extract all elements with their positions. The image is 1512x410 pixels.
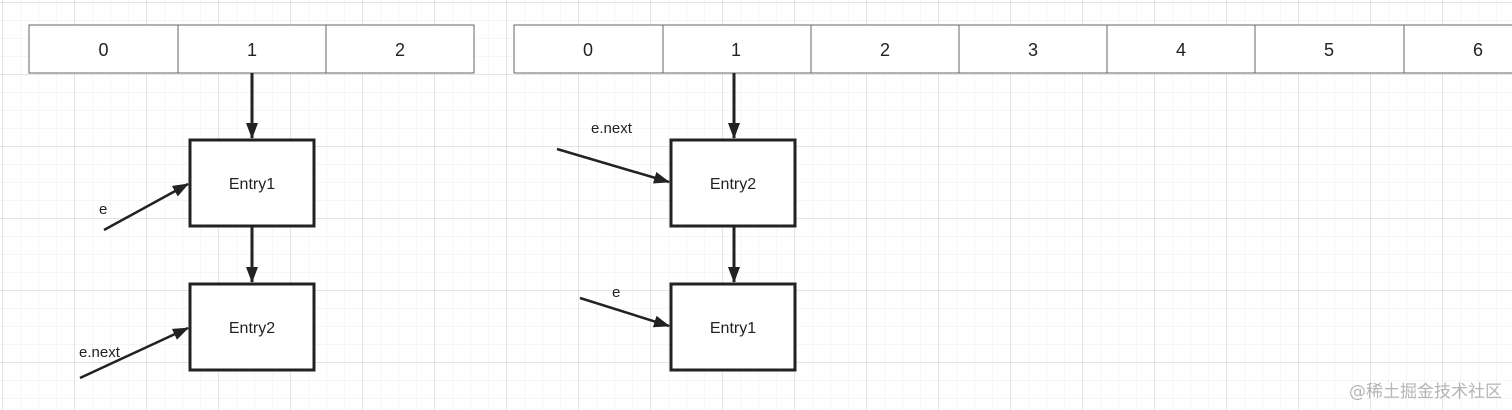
right-bucket-5: 5 <box>1254 24 1405 74</box>
right-enext-pointer-label: e.next <box>591 120 633 137</box>
left-bucket-2-label: 2 <box>395 40 405 60</box>
right-e-pointer-arrow <box>579 296 670 328</box>
left-bucket-array: 0 1 2 <box>28 24 475 74</box>
left-bucket-0: 0 <box>28 24 179 74</box>
left-bucket-0-label: 0 <box>98 40 108 60</box>
left-enext-pointer-arrow <box>79 326 189 380</box>
right-bucket-6: 6 <box>1403 24 1512 74</box>
right-bucket-0: 0 <box>513 24 664 74</box>
right-bucket-4-label: 4 <box>1176 40 1186 60</box>
right-bucket-2: 2 <box>810 24 960 74</box>
right-bucket-3-label: 3 <box>1028 40 1038 60</box>
left-e-pointer-arrow <box>103 182 189 232</box>
left-entry-node-2-label: Entry2 <box>229 320 275 337</box>
left-bucket-2: 2 <box>325 24 475 74</box>
right-bucket-0-label: 0 <box>583 40 593 60</box>
right-bucket-4: 4 <box>1106 24 1256 74</box>
right-bucket-3: 3 <box>958 24 1108 74</box>
right-entry-node-1-label: Entry2 <box>710 176 756 193</box>
left-enext-pointer-label: e.next <box>79 344 121 361</box>
right-chain: Entry2 Entry1 e.next e <box>556 73 797 372</box>
left-entry-node-1: Entry1 <box>188 138 316 228</box>
left-entry-node-1-label: Entry1 <box>229 176 275 193</box>
right-entry-node-1: Entry2 <box>669 138 797 228</box>
right-bucket-1-label: 1 <box>731 40 741 60</box>
left-entry-node-2: Entry2 <box>188 282 316 372</box>
right-enext-pointer-arrow <box>556 147 670 184</box>
left-bucket-1: 1 <box>177 24 327 74</box>
right-entry-node-2-label: Entry1 <box>710 320 756 337</box>
right-entry-node-2: Entry1 <box>669 282 797 372</box>
right-bucket-6-label: 6 <box>1473 40 1483 60</box>
right-bucket-array: 0 1 2 3 4 5 6 <box>513 24 1512 74</box>
left-e-pointer-label: e <box>99 201 107 218</box>
right-bucket-2-label: 2 <box>880 40 890 60</box>
right-e-pointer-label: e <box>612 284 620 301</box>
right-bucket-1: 1 <box>662 24 812 74</box>
left-bucket-1-label: 1 <box>247 40 257 60</box>
watermark-text: @稀土掘金技术社区 <box>1349 382 1502 402</box>
right-bucket-5-label: 5 <box>1324 40 1334 60</box>
left-chain: Entry1 Entry2 e e.next <box>79 73 316 380</box>
